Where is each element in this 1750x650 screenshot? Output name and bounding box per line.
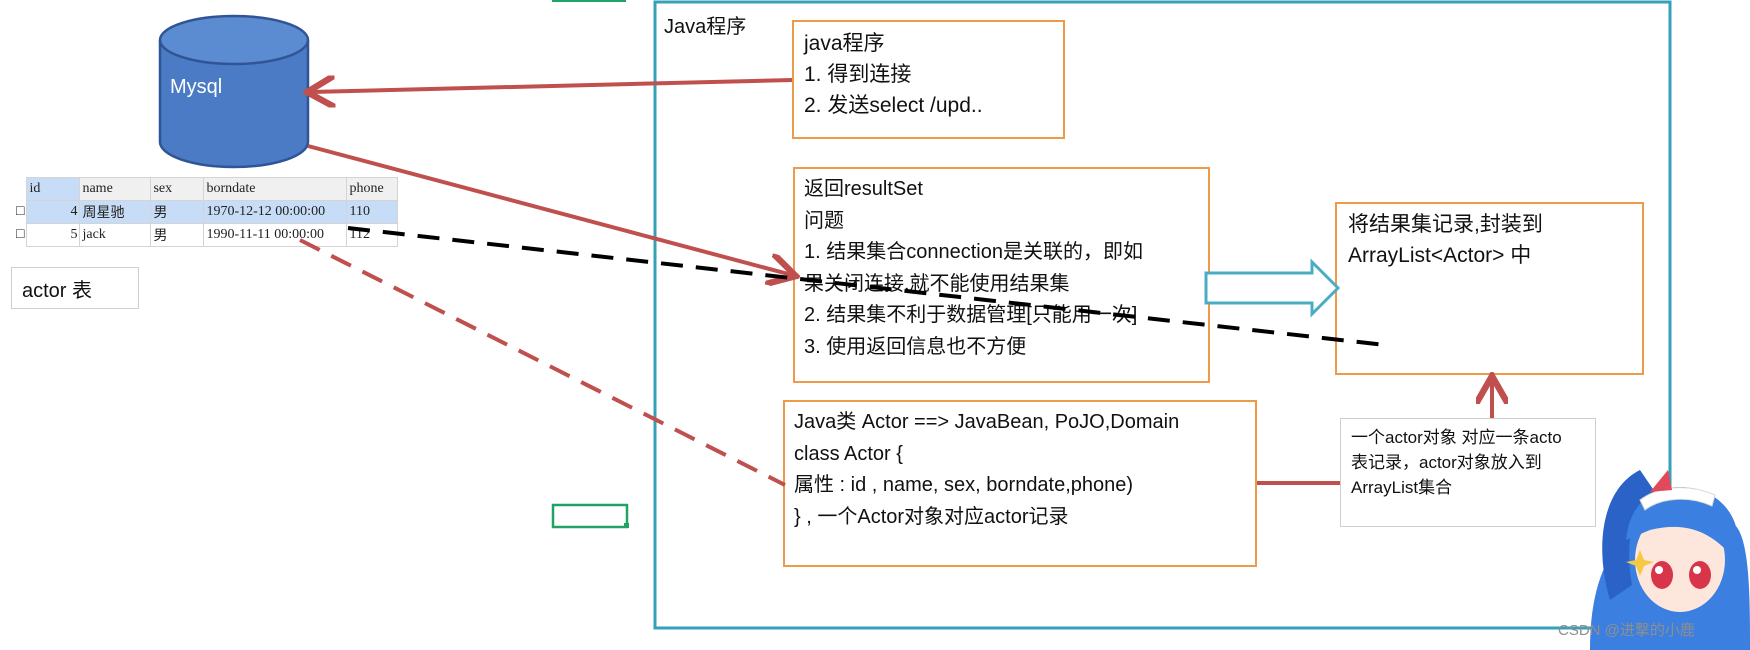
cell-id[interactable]: 5 — [26, 223, 81, 247]
cell-id[interactable]: 4 — [26, 200, 81, 224]
actor-class-box: Java类 Actor ==> JavaBean, PoJO,Domain cl… — [783, 400, 1257, 567]
cell-borndate[interactable]: 1990-11-11 00:00:00 — [203, 223, 348, 247]
cell-phone[interactable]: 110 — [346, 200, 399, 224]
table-row[interactable]: □ 5 jack 男 1990-11-11 00:00:00 112 — [14, 223, 399, 247]
arrow-program-to-mysql — [311, 80, 793, 92]
java-program-box: java程序 1. 得到连接 2. 发送select /upd.. — [792, 20, 1065, 139]
row-marker: □ — [14, 200, 27, 224]
actor-table-caption: actor 表 — [11, 267, 139, 309]
box-line: 问题 — [804, 209, 844, 232]
note-line: 表记录，actor对象放入到 — [1351, 453, 1542, 472]
hollow-arrow-right — [1204, 258, 1341, 318]
note-line: ArrayList集合 — [1351, 478, 1453, 497]
col-header-id[interactable]: id — [26, 177, 81, 201]
mysql-label: Mysql — [170, 76, 223, 98]
top-green-mark — [552, 0, 626, 2]
box-line: ArrayList<Actor> 中 — [1348, 244, 1532, 267]
cell-sex[interactable]: 男 — [150, 223, 205, 247]
box-line: 2. 结果集不利于数据管理[只能用一次] — [804, 304, 1138, 326]
cell-sex[interactable]: 男 — [150, 200, 205, 224]
box-line: 1. 得到连接 — [804, 63, 912, 86]
java-program-title: Java程序 — [664, 16, 747, 38]
dashed-row-to-class — [299, 238, 786, 487]
table-header-row: id name sex borndate phone — [14, 177, 399, 201]
box-line: 果关闭连接,就不能使用结果集 — [804, 272, 1070, 295]
col-header-sex[interactable]: sex — [150, 177, 205, 201]
actor-object-note: 一个actor对象 对应一条acto 表记录，actor对象放入到 ArrayL… — [1340, 418, 1596, 527]
box-line: 2. 发送select /upd.. — [804, 94, 983, 117]
cell-name[interactable]: jack — [79, 223, 152, 247]
box-line: class Actor { — [794, 442, 903, 465]
resultset-box: 返回resultSet 问题 1. 结果集合connection是关联的，即如 … — [793, 167, 1210, 383]
note-line: 一个actor对象 对应一条acto — [1351, 428, 1562, 447]
arraylist-box: 将结果集记录,封装到 ArrayList<Actor> 中 — [1335, 202, 1644, 375]
cell-borndate[interactable]: 1970-12-12 00:00:00 — [203, 200, 348, 224]
box-line: 3. 使用返回信息也不方便 — [804, 335, 1027, 358]
box-line: 将结果集记录,封装到 — [1348, 213, 1543, 236]
actor-table: id name sex borndate phone □ 4 周星驰 男 197… — [14, 177, 399, 247]
row-marker: □ — [16, 227, 25, 242]
cell-phone[interactable]: 112 — [346, 223, 399, 247]
box-line: java程序 — [804, 32, 885, 55]
box-line: 1. 结果集合connection是关联的，即如 — [804, 241, 1143, 263]
box-line: 属性 : id , name, sex, borndate,phone) — [794, 474, 1134, 496]
csdn-watermark: CSDN @进撃的小鹿 — [1558, 622, 1695, 639]
col-header-name[interactable]: name — [79, 177, 152, 201]
selected-cell-handle[interactable] — [624, 523, 629, 528]
col-header-phone[interactable]: phone — [346, 177, 399, 201]
box-line: 返回resultSet — [804, 178, 923, 200]
selected-cell-outline[interactable] — [551, 503, 629, 529]
table-row[interactable]: □ 4 周星驰 男 1970-12-12 00:00:00 110 — [14, 200, 399, 224]
row-marker — [14, 177, 27, 201]
cell-name[interactable]: 周星驰 — [79, 200, 152, 224]
col-header-borndate[interactable]: borndate — [203, 177, 348, 201]
box-line: Java类 Actor ==> JavaBean, PoJO,Domain — [794, 411, 1180, 433]
box-line: } , 一个Actor对象对应actor记录 — [794, 505, 1069, 528]
